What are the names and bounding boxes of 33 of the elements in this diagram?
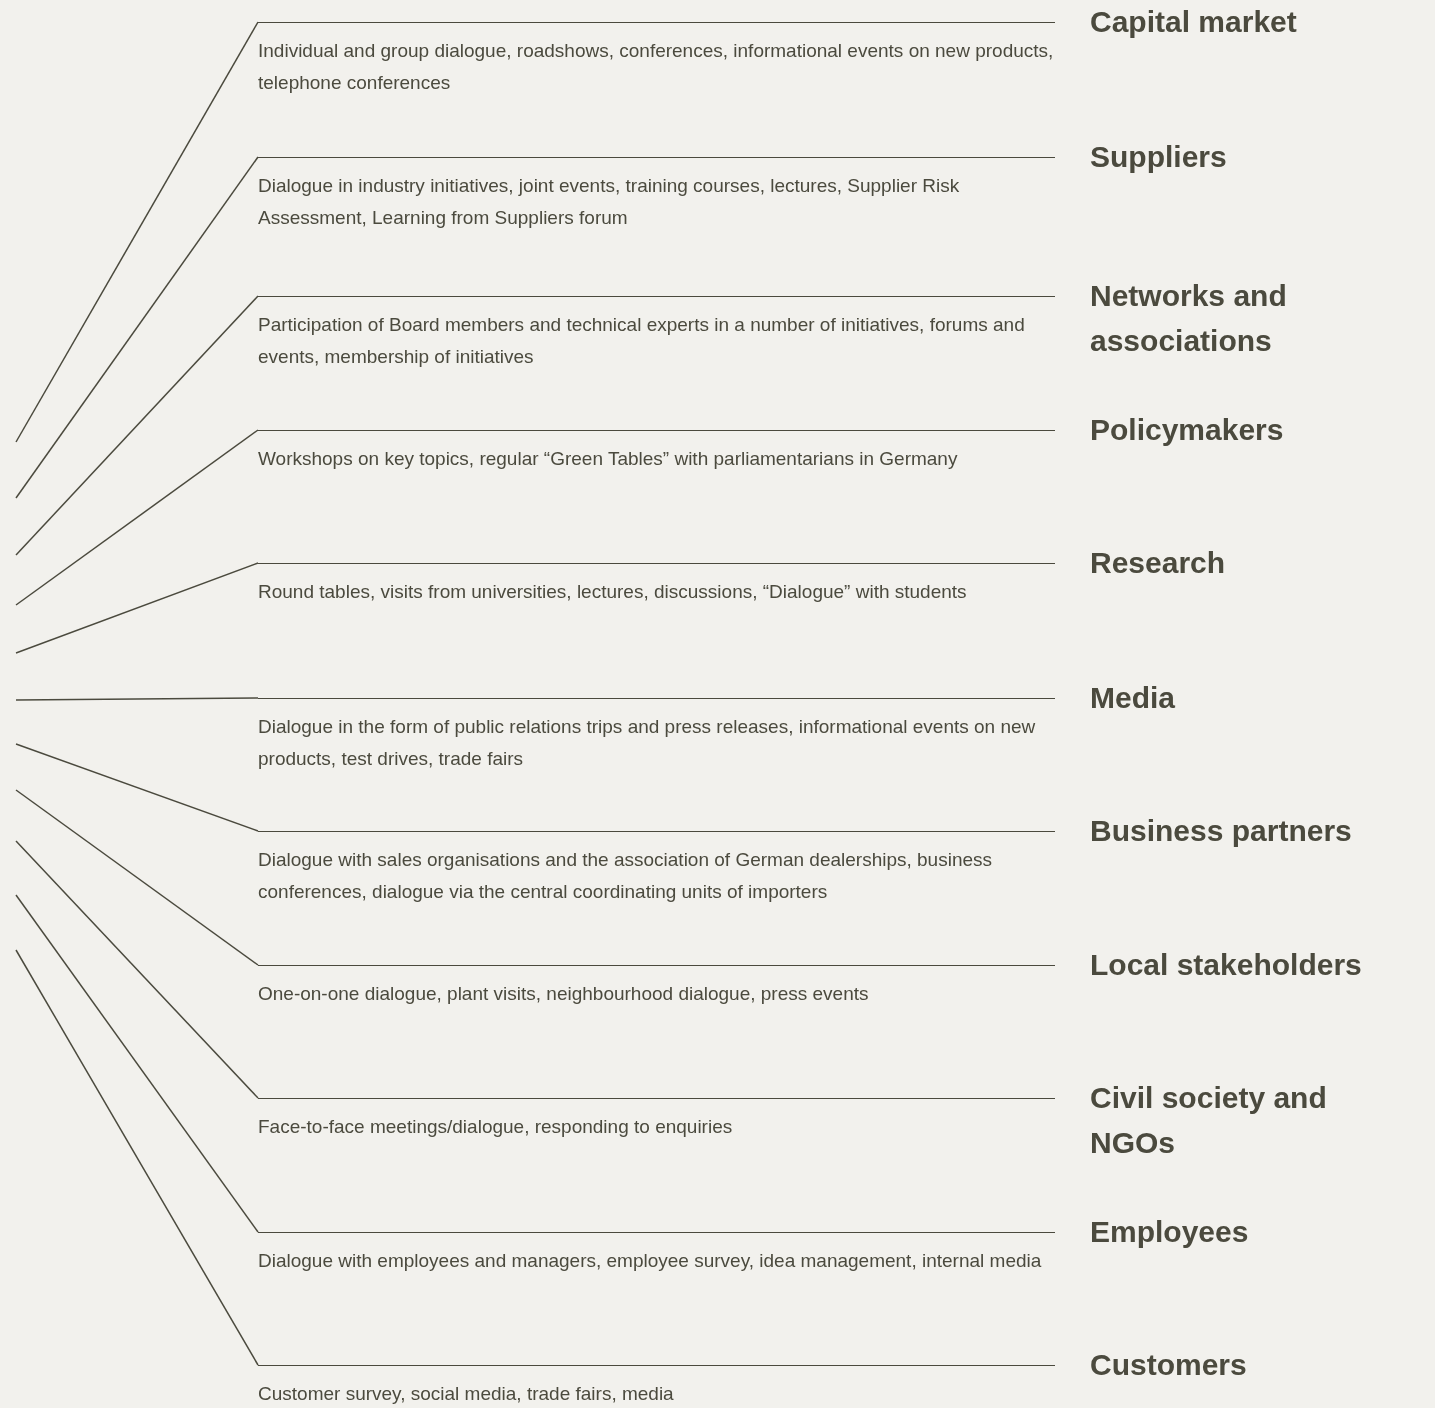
stakeholder-heading: Employees bbox=[1090, 1214, 1249, 1250]
connector-line bbox=[15, 21, 259, 443]
dialogue-description: One-on-one dialogue, plant visits, neighbourhood dialogue, press events bbox=[258, 982, 870, 1006]
connector-line bbox=[15, 743, 259, 832]
dialogue-description: Dialogue in industry initiatives, joint events, training courses, lectures, Supplier Risk Assessment, Learning from Suppliers forum bbox=[258, 174, 961, 230]
stakeholder-heading: Customers bbox=[1090, 1347, 1247, 1383]
dialogue-description: Individual and group dialogue, roadshows, conferences, informational events on new products, telephone conferences bbox=[258, 39, 1055, 95]
dialogue-description: Participation of Board members and technical experts in a number of initiatives, forums and events, membership of initiatives bbox=[258, 313, 1026, 369]
dialogue-description: Dialogue with employees and managers, employee survey, idea management, internal media bbox=[258, 1249, 1043, 1273]
connector-line bbox=[15, 949, 259, 1366]
connector-line bbox=[15, 894, 259, 1233]
connector-line bbox=[15, 697, 259, 701]
connector-line bbox=[15, 840, 259, 1099]
stakeholder-heading: Capital market bbox=[1090, 4, 1297, 40]
stakeholder-heading: Research bbox=[1090, 545, 1226, 581]
stakeholder-heading: Policymakers bbox=[1090, 412, 1284, 448]
stakeholder-heading: Media bbox=[1090, 680, 1176, 716]
connector-line bbox=[15, 789, 259, 966]
dialogue-description: Face-to-face meetings/dialogue, responding to enquiries bbox=[258, 1115, 734, 1139]
dialogue-description: Workshops on key topics, regular “Green Tables” with parliamentarians in Germany bbox=[258, 447, 959, 471]
dialogue-description: Round tables, visits from universities, lectures, discussions, “Dialogue” with students bbox=[258, 580, 968, 604]
stakeholder-heading: Networks and associations bbox=[1090, 278, 1288, 359]
stakeholder-heading: Business partners bbox=[1090, 813, 1352, 849]
dialogue-description: Dialogue with sales organisations and the association of German dealerships, business conferences, dialogue via the central coordinating units of importers bbox=[258, 848, 994, 904]
connector-line bbox=[15, 295, 259, 556]
stakeholder-heading: Local stakeholders bbox=[1090, 947, 1362, 983]
stakeholder-heading: Civil society and NGOs bbox=[1090, 1080, 1328, 1161]
connector-line bbox=[15, 429, 259, 606]
connector-line bbox=[15, 156, 259, 499]
dialogue-description: Dialogue in the form of public relations trips and press releases, informational events on new products, test drives, trade fairs bbox=[258, 715, 1037, 771]
stakeholder-heading: Suppliers bbox=[1090, 139, 1227, 175]
connector-line bbox=[15, 562, 259, 654]
dialogue-description: Customer survey, social media, trade fairs, media bbox=[258, 1382, 675, 1406]
